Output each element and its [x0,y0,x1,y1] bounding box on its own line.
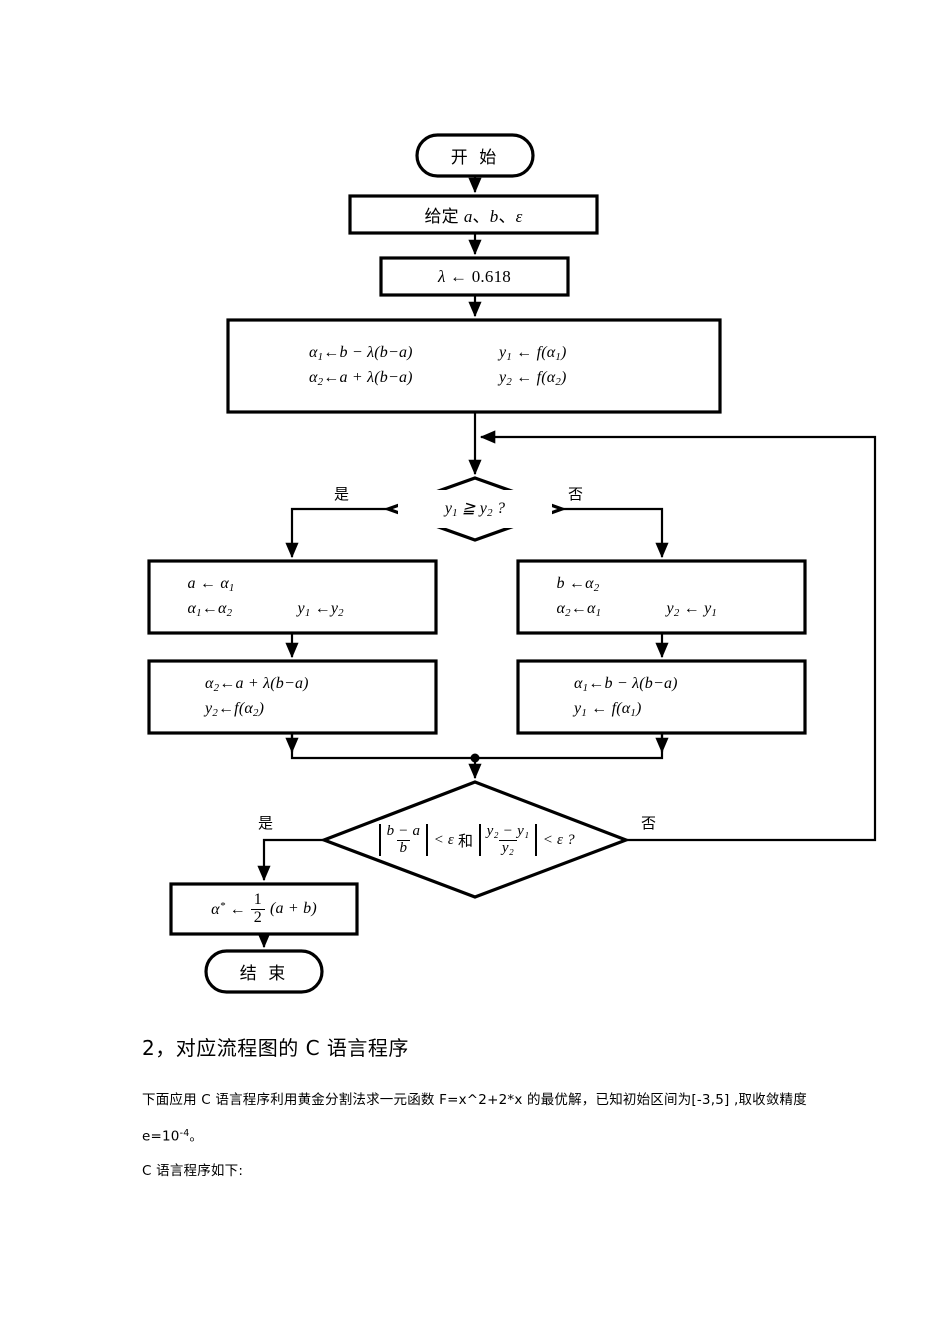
convergence-no-label: 否 [641,814,657,832]
connector-feedback-loop [479,430,877,842]
paragraph-program-intro: C 语言程序如下: [142,1162,244,1179]
compare-decision-shape [383,476,567,542]
convergence-yes-label: 是 [258,814,274,832]
compare-no-label: 否 [568,485,584,503]
left-recompute-box-shape [147,659,438,735]
compare-yes-label: 是 [334,485,350,503]
connector-right-recompute-to-merge [475,733,664,760]
connector-compare-no [562,507,669,559]
paragraph-description-text: 下面应用 C 语言程序利用黄金分割法求一元函数 F=x^2+2*x 的最优解，已… [142,1092,807,1145]
start-node-shape [415,133,535,178]
lambda-box-shape [379,256,570,297]
right-recompute-box-shape [516,659,807,735]
precision-exponent: -4 [179,1128,190,1139]
right-update-box-shape [516,559,807,635]
left-update-box-shape [147,559,438,635]
connector-convergence-yes [257,838,324,882]
section-heading: 2，对应流程图的 C 语言程序 [142,1036,409,1060]
input-box-shape [348,194,599,235]
init-box-shape [226,318,722,414]
flowchart-graphics [147,133,877,994]
connector-compare-yes [285,507,388,559]
prose-section: 2，对应流程图的 C 语言程序 下面应用 C 语言程序利用黄金分割法求一元函数 … [142,1032,822,1188]
convergence-decision-shape [319,780,631,899]
paragraph-description-tail: 。 [189,1128,204,1145]
end-node-shape [204,949,324,994]
result-box-shape [169,882,359,936]
paragraph-description: 下面应用 C 语言程序利用黄金分割法求一元函数 F=x^2+2*x 的最优解，已… [142,1083,822,1154]
connector-left-recompute-to-merge [290,733,475,760]
